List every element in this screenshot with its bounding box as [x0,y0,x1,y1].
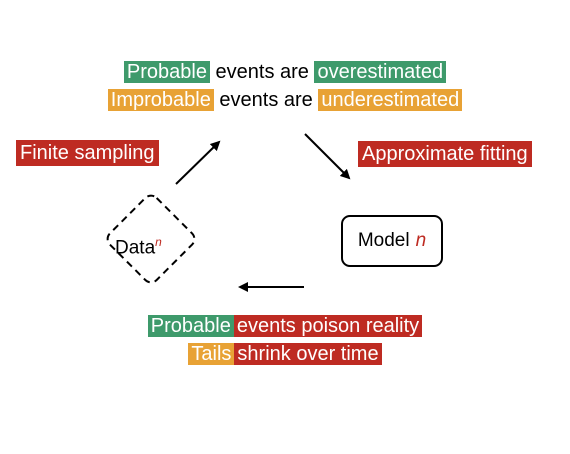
underestimated-highlight: underestimated [318,89,463,111]
improbable-highlight: Improbable [107,89,214,111]
finite-sampling-tag: Finite sampling [16,140,159,166]
overestimated-highlight: overestimated [314,61,447,83]
data-node-label: Datan [115,230,162,260]
bottom-probable-highlight: Probable [147,315,234,337]
poison-reality-highlight: events poison reality [233,315,423,337]
tails-highlight: Tails [188,343,235,365]
top-line-2-middle: events are [219,89,313,111]
data-text: Data [115,237,156,259]
model-text: Model [357,230,410,251]
probable-highlight: Probable [123,61,210,83]
model-n: n [415,230,427,251]
top-line-2: Improbable events are underestimated [0,88,570,112]
model-node: Model n [341,215,443,267]
top-line-1-middle: events are [215,61,309,83]
approximate-fitting-tag: Approximate fitting [358,141,532,167]
arrow-data-to-top [175,140,221,185]
shrink-highlight: shrink over time [234,343,382,365]
data-diamond [106,194,196,284]
data-superscript: n [155,235,162,249]
top-line-1: Probable events are overestimated [0,60,570,84]
arrow-top-to-model [304,133,351,180]
